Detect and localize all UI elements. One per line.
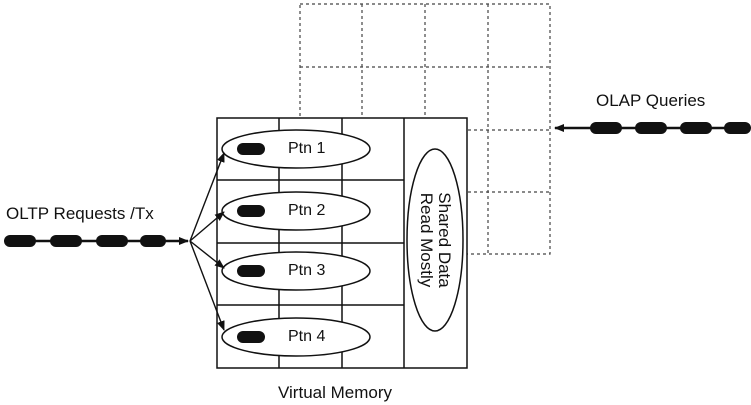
partition-ellipses (221, 129, 371, 357)
olap-query-stream (554, 122, 751, 134)
partition-pills (237, 143, 265, 343)
oltp-request-stream (4, 235, 189, 247)
partition-2-pill (237, 205, 265, 217)
arrow-to-partition-4 (189, 240, 225, 331)
partition-3-label: Ptn 3 (288, 262, 326, 279)
oltp-requests-label: OLTP Requests /Tx (6, 204, 154, 223)
partition-3-pill (237, 265, 265, 277)
arrow-to-partition-2 (189, 211, 225, 242)
partition-2-label: Ptn 2 (288, 202, 326, 219)
arrow-to-partition-3 (189, 240, 225, 269)
partition-2-ellipse (221, 191, 371, 231)
oltp-fanout-arrows (189, 152, 225, 331)
arrow-to-partition-1 (189, 152, 225, 242)
partition-4-label: Ptn 4 (288, 328, 326, 345)
shared-data-line-1: Shared Data (434, 192, 454, 288)
partition-1-pill (237, 143, 265, 155)
olap-queries-label: OLAP Queries (596, 91, 706, 110)
partition-1-label: Ptn 1 (288, 140, 326, 157)
shared-data-line-2: Read Mostly (417, 192, 436, 288)
virtual-memory-label: Virtual Memory (278, 383, 392, 402)
partition-3-ellipse (221, 251, 371, 291)
shared-data-ellipse (406, 148, 464, 332)
partition-4-ellipse (221, 317, 371, 357)
partition-4-pill (237, 331, 265, 343)
partition-1-ellipse (221, 129, 371, 169)
